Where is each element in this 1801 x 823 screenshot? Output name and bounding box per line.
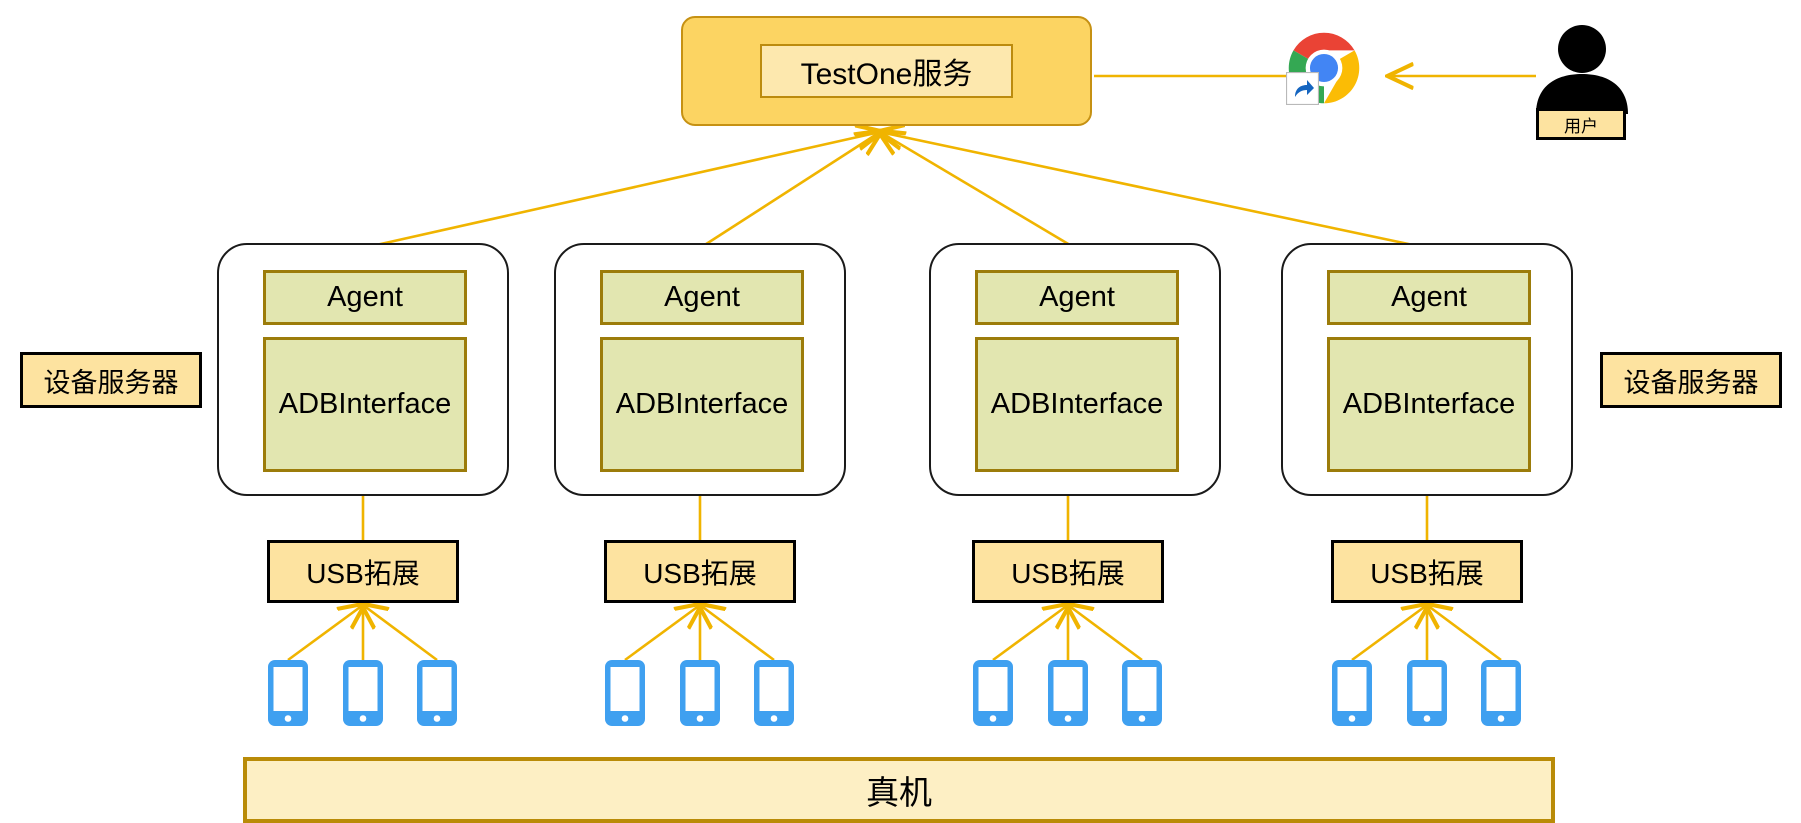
testone-service-label: TestOne服务	[760, 44, 1013, 98]
user-silhouette-icon	[1530, 24, 1634, 114]
usb-hub-box-2[interactable]: USB拓展	[604, 540, 796, 603]
wire-testone-to-servers	[362, 132, 1428, 250]
adb-interface-box-3[interactable]: ADB Interface	[975, 337, 1179, 472]
adb-line-2: Interface	[1050, 387, 1164, 420]
device-server-container-1[interactable]: Agent ADB Interface	[217, 243, 509, 496]
adb-line-1: ADB	[1342, 387, 1403, 420]
agent-box-1[interactable]: Agent	[263, 270, 467, 325]
adb-line-2: Interface	[1402, 387, 1516, 420]
phone-icon[interactable]	[1048, 660, 1088, 726]
phone-icon[interactable]	[1481, 660, 1521, 726]
usb-hub-box-1[interactable]: USB拓展	[267, 540, 459, 603]
device-server-container-4[interactable]: Agent ADB Interface	[1281, 243, 1573, 496]
phone-icon[interactable]	[343, 660, 383, 726]
adb-line-2: Interface	[338, 387, 452, 420]
phone-icon[interactable]	[1332, 660, 1372, 726]
agent-box-2[interactable]: Agent	[600, 270, 804, 325]
agent-box-3[interactable]: Agent	[975, 270, 1179, 325]
device-server-label-left: 设备服务器	[20, 352, 202, 408]
user-label: 用户	[1536, 108, 1626, 140]
adb-line-1: ADB	[278, 387, 339, 420]
device-server-container-3[interactable]: Agent ADB Interface	[929, 243, 1221, 496]
phone-icon[interactable]	[1407, 660, 1447, 726]
device-server-container-2[interactable]: Agent ADB Interface	[554, 243, 846, 496]
adb-line-1: ADB	[615, 387, 676, 420]
agent-box-4[interactable]: Agent	[1327, 270, 1531, 325]
wire-usb-to-phones	[287, 605, 1502, 662]
shortcut-arrow-icon	[1285, 71, 1320, 106]
adb-line-2: Interface	[675, 387, 789, 420]
adb-interface-box-1[interactable]: ADB Interface	[263, 337, 467, 472]
phone-icon[interactable]	[1122, 660, 1162, 726]
phone-icon[interactable]	[973, 660, 1013, 726]
wire-server-to-usb	[361, 496, 1429, 540]
phone-icon[interactable]	[754, 660, 794, 726]
usb-hub-box-4[interactable]: USB拓展	[1331, 540, 1523, 603]
usb-hub-box-3[interactable]: USB拓展	[972, 540, 1164, 603]
real-machine-bar: 真机	[243, 757, 1555, 823]
phone-icon[interactable]	[417, 660, 457, 726]
adb-line-1: ADB	[990, 387, 1051, 420]
phone-icon[interactable]	[605, 660, 645, 726]
device-server-label-right: 设备服务器	[1600, 352, 1782, 408]
adb-interface-box-2[interactable]: ADB Interface	[600, 337, 804, 472]
phone-icon[interactable]	[680, 660, 720, 726]
phone-icon[interactable]	[268, 660, 308, 726]
adb-interface-box-4[interactable]: ADB Interface	[1327, 337, 1531, 472]
